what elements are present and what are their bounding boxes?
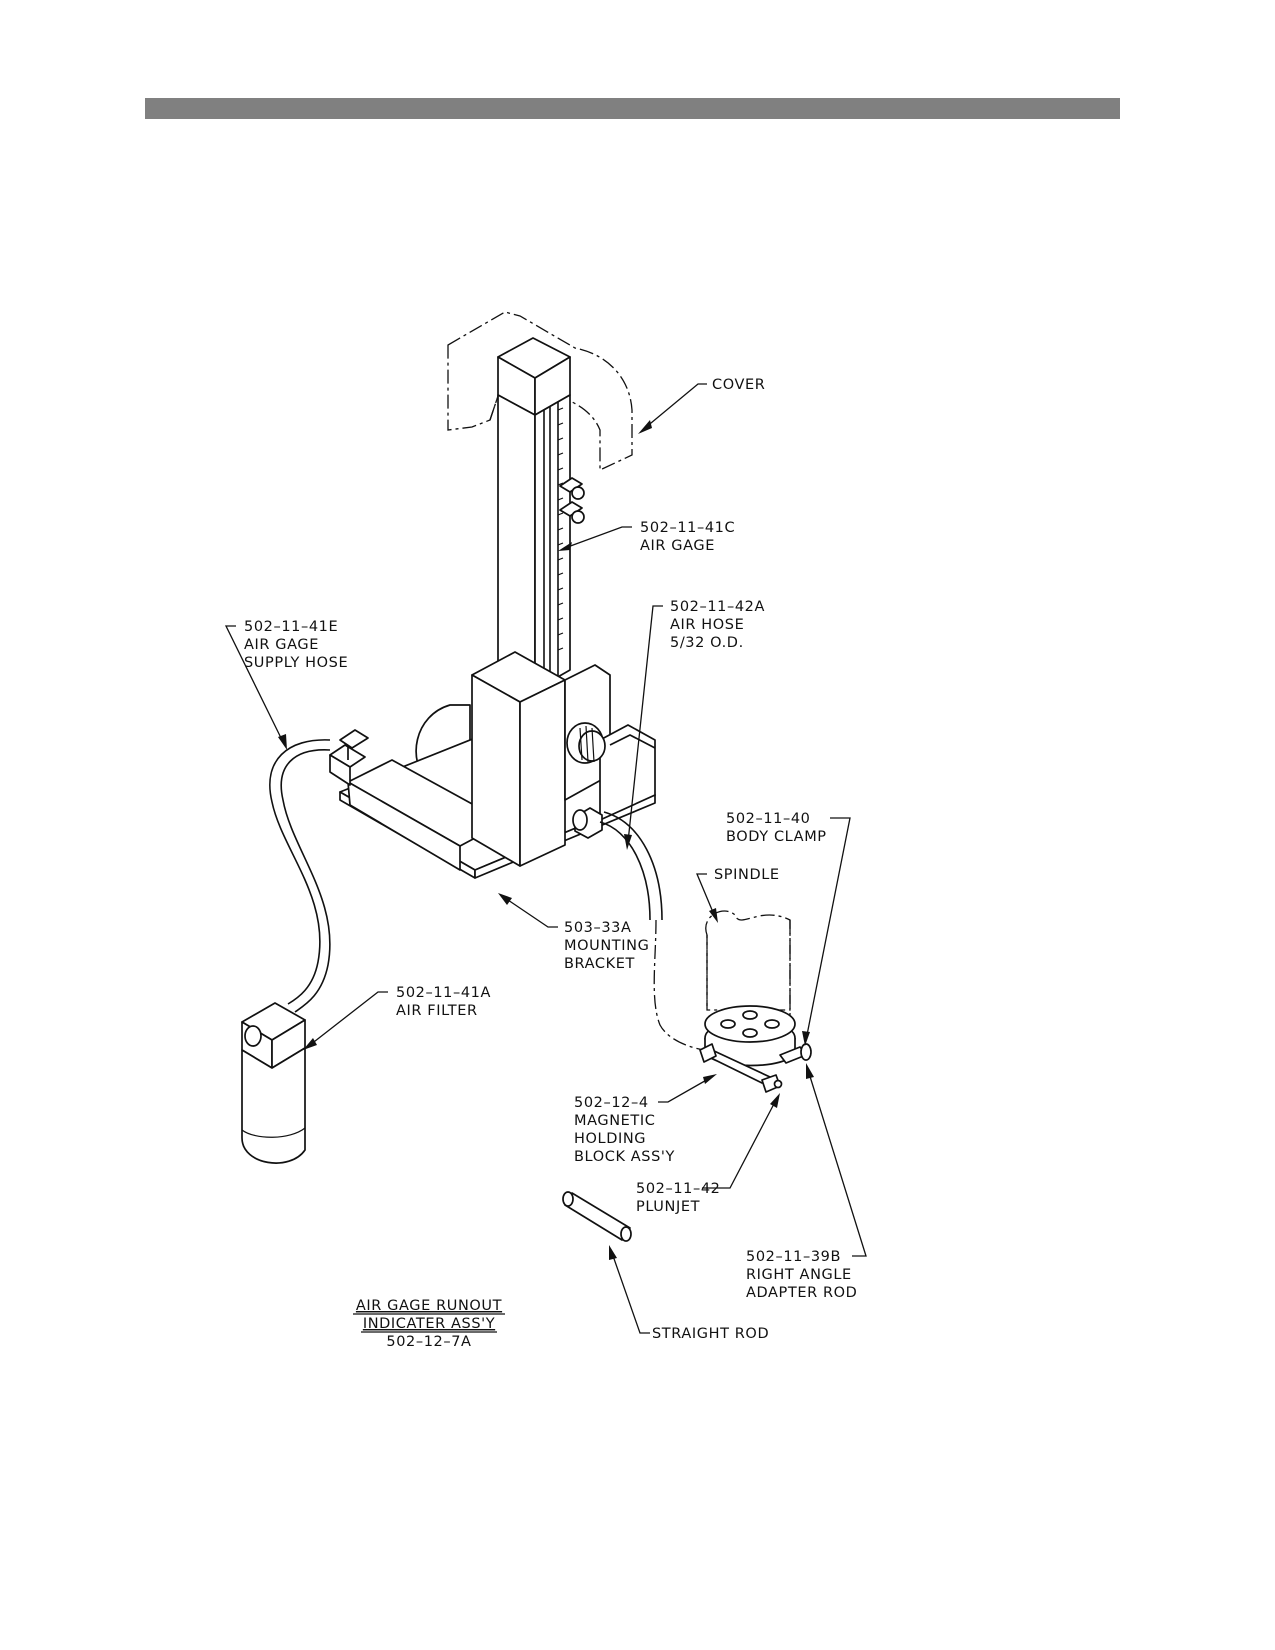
label-plunjet: PLUNJET [636, 1199, 700, 1215]
leaders [224, 383, 867, 1334]
label-adapter-1: RIGHT ANGLE [746, 1267, 852, 1283]
label-straight-rod: STRAIGHT ROD [652, 1326, 769, 1342]
label-bracket-1: MOUNTING [564, 938, 649, 954]
air-gage-column [497, 337, 585, 691]
supply-hose [269, 729, 369, 1013]
label-plunjet-pn: 502–11–42 [636, 1181, 720, 1197]
title-line-1: AIR GAGE RUNOUT [356, 1298, 502, 1314]
label-bracket-pn: 503–33A [564, 920, 632, 936]
label-adapter-pn: 502–11–39B [746, 1249, 841, 1265]
label-filter-pn: 502–11–41A [396, 985, 491, 1001]
title-line-3: 502–12–7A [386, 1334, 471, 1350]
label-air-gage-pn: 502–11–41C [640, 520, 735, 536]
label-mag-block-3: BLOCK ASS'Y [574, 1149, 675, 1165]
header-bar [145, 98, 1120, 119]
label-body-clamp-pn: 502–11–40 [726, 811, 810, 827]
label-air-gage: AIR GAGE [640, 538, 715, 554]
label-air-hose: AIR HOSE [670, 617, 744, 633]
base-assembly [339, 651, 656, 879]
air-hose [599, 811, 706, 1051]
label-filter: AIR FILTER [396, 1003, 478, 1019]
label-mag-block-1: MAGNETIC [574, 1113, 655, 1129]
spindle-and-block [699, 910, 812, 1093]
label-air-hose-pn: 502–11–42A [670, 599, 765, 615]
label-air-hose-size: 5/32 O.D. [670, 635, 744, 651]
label-bracket-2: BRACKET [564, 956, 635, 972]
label-adapter-2: ADAPTER ROD [746, 1285, 857, 1301]
label-mag-block-pn: 502–12–4 [574, 1095, 649, 1111]
title-block: AIR GAGE RUNOUT INDICATER ASS'Y 502–12–7… [353, 1298, 505, 1350]
air-filter [241, 1002, 306, 1164]
title-line-2: INDICATER ASS'Y [363, 1316, 495, 1332]
straight-rod [562, 1191, 632, 1242]
label-body-clamp: BODY CLAMP [726, 829, 827, 845]
label-supply-hose-1: AIR GAGE [244, 637, 319, 653]
label-spindle: SPINDLE [714, 867, 780, 883]
label-supply-hose-2: SUPPLY HOSE [244, 655, 348, 671]
label-supply-hose-pn: 502–11–41E [244, 619, 338, 635]
label-mag-block-2: HOLDING [574, 1131, 646, 1147]
label-cover: COVER [712, 377, 765, 393]
callout-labels: COVER 502–11–41C AIR GAGE 502–11–42A AIR… [244, 377, 857, 1342]
